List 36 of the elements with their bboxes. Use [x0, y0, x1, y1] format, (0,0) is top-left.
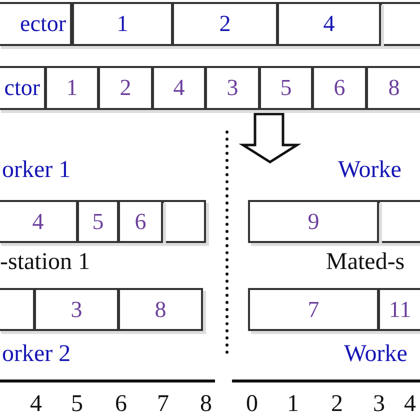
- axis-tick-label: 1: [287, 390, 299, 418]
- table-cell: 4: [152, 66, 206, 110]
- table-cell: 3: [34, 288, 119, 331]
- axis-tick-label: 0: [246, 390, 258, 418]
- table-cell: 6: [118, 200, 163, 243]
- table-cell: 3: [205, 66, 260, 110]
- axis-tick-label: 5: [71, 390, 83, 418]
- worker-label: orker 1: [2, 156, 71, 184]
- axis-tick-label: 6: [115, 390, 127, 418]
- table-cell: 7: [248, 288, 379, 331]
- table-cell: 4: [277, 2, 381, 46]
- table-cell: 9: [248, 200, 379, 243]
- worker-label: Worke: [344, 340, 408, 368]
- axis-tick-label: 7: [157, 390, 169, 418]
- axis-tick-label: 3: [373, 390, 385, 418]
- table-cell: 8: [118, 288, 203, 331]
- axis-tick-label: 8: [200, 390, 212, 418]
- table-cell: 4: [0, 200, 78, 243]
- worker-label: orker 2: [2, 340, 71, 368]
- station-label: Mated-s: [326, 248, 405, 276]
- table-cell: 6: [312, 66, 367, 110]
- table-cell: 8: [366, 66, 420, 110]
- table-cell: 1: [72, 2, 173, 46]
- table-cell: 11: [378, 288, 420, 331]
- row-label: ctor: [0, 66, 46, 110]
- axis-tick-label: 4: [30, 390, 42, 418]
- table-cell: 2: [98, 66, 153, 110]
- table-cell: 5: [77, 200, 119, 243]
- table-cell: 1: [45, 66, 99, 110]
- axis-tick-label: 2: [331, 390, 343, 418]
- axis-tick-label: 4: [404, 390, 416, 418]
- worker-label: Worke: [338, 156, 402, 184]
- table-cell: 5: [259, 66, 313, 110]
- table-cell: 2: [172, 2, 278, 46]
- station-label: -station 1: [0, 248, 90, 276]
- row-label: ector: [0, 2, 72, 46]
